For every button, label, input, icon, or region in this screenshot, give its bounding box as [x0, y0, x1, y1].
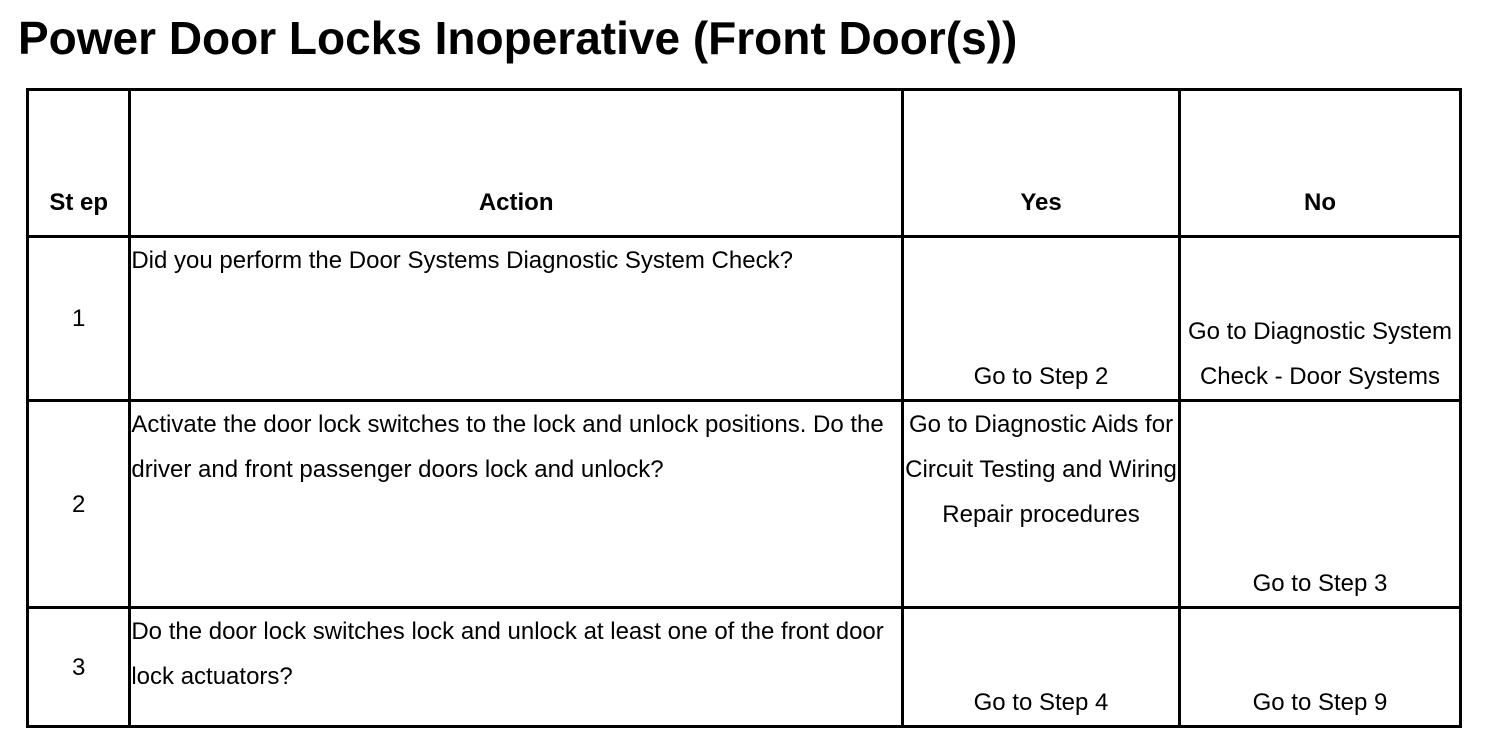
row-action-text: Do the door lock switches lock and unloc… — [128, 606, 905, 728]
table-row: 1 Did you perform the Door Systems Diagn… — [25, 235, 1463, 402]
row-yes-result: Go to Step 2 — [901, 235, 1181, 402]
page-title: Power Door Locks Inoperative (Front Door… — [18, 12, 1018, 64]
table-header-row: St ep Action Yes No — [25, 88, 1463, 238]
header-action: Action — [128, 88, 905, 238]
row-step-number: 3 — [25, 606, 132, 728]
row-step-number: 1 — [25, 235, 132, 402]
row-action-text: Activate the door lock switches to the l… — [128, 399, 905, 609]
row-step-number: 2 — [25, 399, 132, 609]
header-step: St ep — [25, 88, 132, 238]
table-row: 2 Activate the door lock switches to the… — [25, 399, 1463, 609]
row-no-result: Go to Diagnostic System Check - Door Sys… — [1177, 235, 1463, 402]
row-yes-result: Go to Diagnostic Aids for Circuit Testin… — [901, 399, 1181, 609]
row-action-text: Did you perform the Door Systems Diagnos… — [128, 235, 905, 402]
header-yes: Yes — [901, 88, 1181, 238]
row-no-result: Go to Step 3 — [1177, 399, 1463, 609]
row-no-result: Go to Step 9 — [1177, 606, 1463, 728]
row-yes-result: Go to Step 4 — [901, 606, 1181, 728]
table-row: 3 Do the door lock switches lock and unl… — [25, 606, 1463, 728]
header-no: No — [1177, 88, 1463, 238]
diagnostic-table: St ep Action Yes No 1 Did you perform th… — [25, 88, 1463, 728]
